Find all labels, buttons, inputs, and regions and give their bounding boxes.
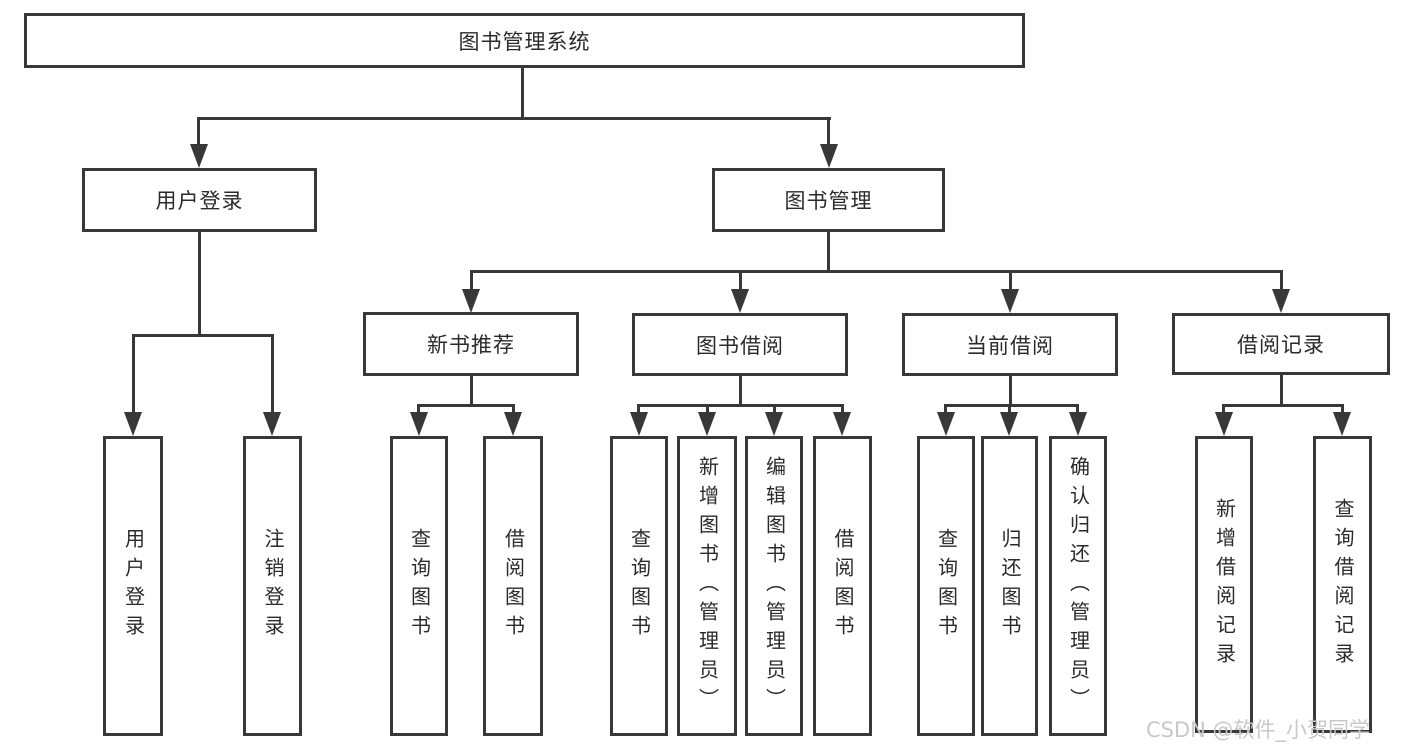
arrow-down (124, 412, 142, 436)
arrow-down (1333, 412, 1351, 436)
connector-line (739, 270, 742, 291)
arrow-down (630, 412, 648, 436)
arrow-down (1001, 289, 1019, 313)
arrow-down (1272, 289, 1290, 313)
arrow-down (698, 412, 716, 436)
connector-line (637, 404, 640, 415)
arrow-down (820, 144, 838, 168)
leaf-label: 确认归还（管理员） (1066, 455, 1091, 717)
leaf-borrowing-add-books-admin: 新增图书（管理员） (677, 436, 737, 736)
leaf-label: 查询图书 (934, 528, 959, 644)
connector-line (470, 270, 473, 291)
connector-line (827, 117, 830, 147)
leaf-label: 编辑图书（管理员） (762, 455, 787, 717)
leaf-label: 查询图书 (407, 528, 432, 644)
node-label: 图书管理 (784, 189, 873, 213)
connector-line (773, 404, 776, 415)
connector-line (1341, 404, 1344, 415)
node-book-management-system: 图书管理系统 (24, 13, 1025, 68)
connector-line (271, 334, 274, 414)
leaf-borrowing-borrow-books: 借阅图书 (813, 436, 872, 736)
connector-line (1009, 375, 1012, 406)
leaf-user-login: 用户登录 (103, 436, 163, 736)
connector-line (1280, 270, 1283, 291)
arrow-down (462, 289, 480, 313)
connector-line (1280, 375, 1283, 406)
arrow-down (504, 412, 522, 436)
connector-line (198, 231, 201, 337)
connector-line (1008, 404, 1011, 415)
connector-line (132, 334, 135, 414)
arrow-down (833, 412, 851, 436)
connector-line (637, 404, 844, 407)
connector-line (944, 404, 947, 415)
arrow-down (190, 144, 208, 168)
node-current-borrowing: 当前借阅 (902, 313, 1118, 376)
connector-line (470, 375, 473, 406)
connector-line (1076, 404, 1079, 415)
connector-line (706, 404, 709, 415)
node-new-book-recommend: 新书推荐 (363, 312, 579, 376)
leaf-borrowing-query-books: 查询图书 (610, 436, 668, 736)
connector-line (197, 117, 200, 147)
connector-line (470, 270, 1282, 273)
arrow-down (937, 412, 955, 436)
connector-line (1222, 404, 1344, 407)
connector-line (827, 231, 830, 272)
leaf-logout-login: 注销登录 (243, 436, 302, 736)
arrow-down (263, 412, 281, 436)
leaf-records-query-record: 查询借阅记录 (1313, 436, 1372, 733)
leaf-label: 归还图书 (998, 528, 1022, 644)
connector-line (512, 404, 515, 415)
connector-line (521, 66, 524, 119)
node-user-login: 用户登录 (82, 168, 317, 232)
leaf-current-confirm-return-admin: 确认归还（管理员） (1049, 436, 1107, 736)
leaf-recommend-query-books: 查询图书 (390, 436, 448, 736)
connector-line (739, 375, 742, 406)
connector-line (1009, 270, 1012, 291)
node-borrowing-records: 借阅记录 (1172, 313, 1390, 375)
connector-line (417, 404, 420, 415)
connector-line (197, 117, 831, 120)
arrow-down (731, 289, 749, 313)
connector-line (132, 334, 274, 337)
node-book-management: 图书管理 (712, 168, 945, 232)
leaf-recommend-borrow-books: 借阅图书 (483, 436, 543, 736)
leaf-label: 查询图书 (627, 528, 652, 644)
node-label: 用户登录 (155, 189, 244, 213)
node-book-borrowing: 图书借阅 (632, 313, 848, 376)
node-label: 新书推荐 (427, 333, 515, 357)
arrow-down (1000, 412, 1018, 436)
arrow-down (410, 412, 428, 436)
leaf-current-return-books: 归还图书 (981, 436, 1038, 736)
connector-line (944, 404, 1079, 407)
leaf-borrowing-edit-books-admin: 编辑图书（管理员） (745, 436, 803, 736)
leaf-current-query-books: 查询图书 (917, 436, 975, 736)
leaf-label: 新增借阅记录 (1212, 497, 1237, 672)
node-label: 借阅记录 (1237, 333, 1325, 357)
csdn-watermark: CSDN @软件_小贺同学 (1146, 718, 1371, 742)
arrow-down (765, 412, 783, 436)
arrow-down (1215, 412, 1233, 436)
connector-line (841, 404, 844, 415)
node-label: 当前借阅 (966, 333, 1054, 358)
node-label: 图书借阅 (696, 333, 784, 358)
leaf-records-add-record: 新增借阅记录 (1195, 436, 1253, 733)
connector-line (417, 404, 515, 407)
leaf-label: 借阅图书 (501, 528, 526, 644)
leaf-label: 借阅图书 (831, 528, 855, 644)
leaf-label: 新增图书（管理员） (695, 455, 720, 717)
leaf-label: 注销登录 (261, 528, 285, 644)
node-label: 图书管理系统 (458, 29, 591, 54)
leaf-label: 查询借阅记录 (1331, 497, 1355, 672)
leaf-label: 用户登录 (121, 528, 146, 644)
arrow-down (1069, 412, 1087, 436)
connector-line (1222, 404, 1225, 415)
